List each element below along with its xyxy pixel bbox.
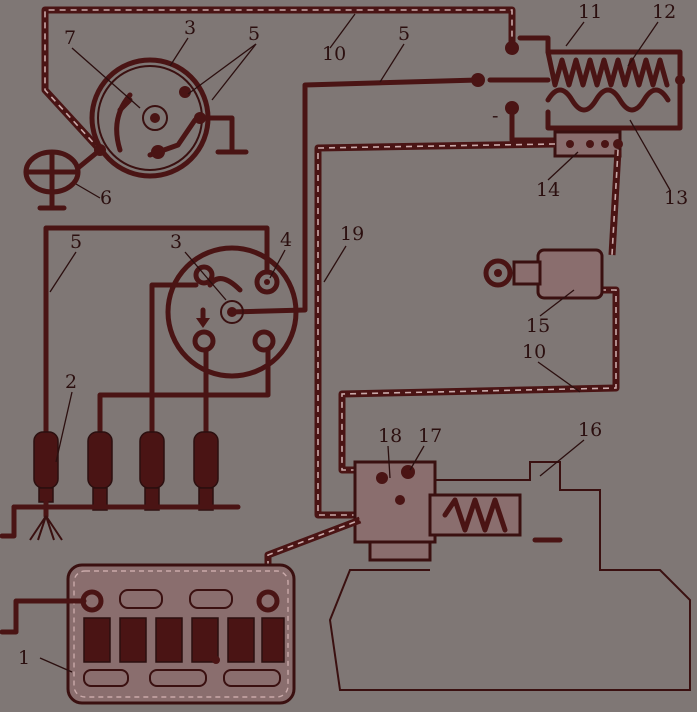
label-secondary-coil: 13	[664, 187, 688, 209]
label-lv-wire-right: 10	[522, 341, 546, 363]
plug-lead-2	[97, 347, 271, 438]
terminal-block	[553, 130, 623, 158]
label-condenser: 6	[100, 187, 112, 209]
label-cam: 7	[64, 27, 76, 49]
hv-wire-5	[227, 77, 481, 315]
minus-sign: -	[492, 105, 498, 127]
label-starter-terminal: 17	[418, 425, 442, 447]
battery	[0, 563, 296, 705]
label-spark-plug: 2	[65, 371, 77, 393]
starter-motor	[328, 460, 691, 691]
condenser	[23, 147, 103, 211]
spark-plug-3	[139, 431, 165, 511]
label-hv-wire-top: 5	[248, 23, 260, 45]
spark-plug-1	[29, 431, 63, 541]
hv-wire-5-left	[43, 225, 270, 438]
ignition-coil: -	[471, 35, 685, 143]
label-ignition-switch: 15	[526, 315, 550, 337]
ignition-switch	[483, 248, 604, 300]
wire-19	[314, 140, 556, 519]
label-hv-wire-left: 5	[70, 231, 82, 253]
label-distributor-cap: 3	[170, 231, 182, 253]
label-ballast: 11	[578, 1, 602, 23]
label-terminal: 4	[280, 229, 292, 251]
plug-lead-3	[149, 282, 199, 438]
label-wire-19: 19	[340, 223, 364, 245]
label-solenoid-terminal: 18	[378, 425, 402, 447]
leader-lines	[39, 13, 671, 673]
label-terminal-block: 14	[536, 179, 560, 201]
spark-plug-4	[193, 431, 219, 511]
label-primary-coil: 12	[652, 1, 676, 23]
label-lv-wire-top: 10	[322, 43, 346, 65]
part-labels: 1 2 3 3 4 5 5 5 6 7 10 10 11 12 13 14 15…	[18, 1, 688, 669]
breaker-distributor	[89, 57, 249, 179]
label-distributor-upper: 3	[184, 17, 196, 39]
label-hv-wire-top2: 5	[398, 23, 410, 45]
label-battery: 1	[18, 647, 30, 669]
label-starter: 16	[578, 419, 602, 441]
spark-plugs	[0, 431, 241, 541]
wire-10-right	[338, 149, 622, 474]
spark-plug-2	[87, 431, 113, 511]
wire-10-top	[41, 6, 516, 153]
